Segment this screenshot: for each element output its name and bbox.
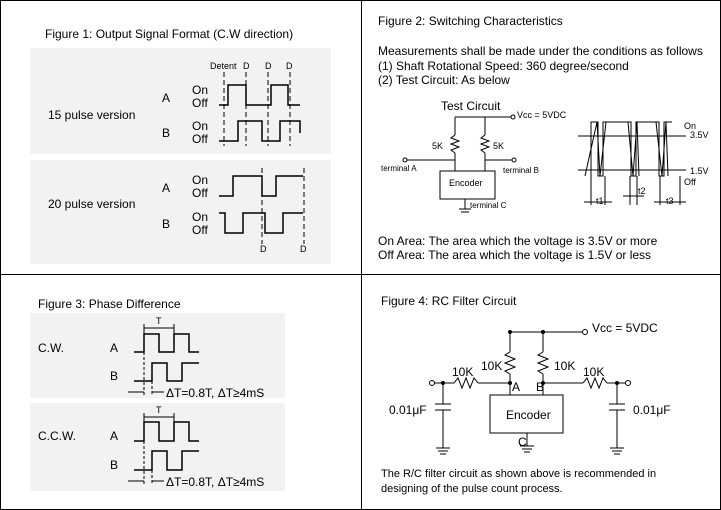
fig3-cw-panel xyxy=(30,313,285,398)
fig3-ccw-b-wave xyxy=(134,450,199,471)
fig2-title: Figure 2: Switching Characteristics xyxy=(378,14,563,28)
fig4-vcc-label: Vcc = 5VDC xyxy=(592,321,658,335)
fig4-pullup-left xyxy=(503,351,517,375)
fig3-cw-b-wave xyxy=(134,362,199,382)
fig4-encoder-label: Encoder xyxy=(506,408,551,422)
fig2-resistor-label: 5K xyxy=(493,141,505,151)
fig1-d-label: D xyxy=(265,61,272,71)
fig4-r-left-label: 10K xyxy=(481,359,503,373)
fig4-r-right-label: 10K xyxy=(554,359,576,373)
horizontal-divider xyxy=(0,274,721,275)
fig1-a-label: A xyxy=(162,91,171,105)
fig1-title: Figure 1: Output Signal Format (C.W dire… xyxy=(45,27,294,41)
fig1-20pulse-panel xyxy=(30,160,331,264)
fig1-20pulse-label: 20 pulse version xyxy=(48,197,136,211)
fig4-b-label: B xyxy=(536,380,545,394)
fig1-15-b-wave xyxy=(219,120,301,142)
fig1-15-a-wave xyxy=(219,84,300,106)
fig1-on-label: On xyxy=(192,83,209,97)
fig4-series-left xyxy=(453,376,479,390)
fig3-a-label: A xyxy=(110,429,119,443)
fig1-a-label: A xyxy=(162,181,171,195)
fig3-b-label: B xyxy=(110,458,119,472)
fig4-encoder-box xyxy=(489,394,564,434)
fig2-vcc-label: Vcc = 5VDC xyxy=(517,110,567,120)
fig4-cap-right-label: 0.01μF xyxy=(633,403,671,417)
fig4-title: Figure 4: RC Filter Circuit xyxy=(381,294,517,308)
fig1-off-label: Off xyxy=(192,186,208,200)
fig1-on-label: On xyxy=(192,210,209,224)
fig1-on-label: On xyxy=(192,173,209,187)
fig1-b-label: B xyxy=(162,217,171,231)
fig2-line3: (2) Test Circuit: As below xyxy=(378,73,510,87)
fig2-resistor-left xyxy=(449,134,461,154)
fig3-title: Figure 3: Phase Difference xyxy=(38,297,181,311)
fig3-ccw-panel xyxy=(30,403,285,491)
fig1-d-label: D xyxy=(286,61,293,71)
fig2-resistor-right xyxy=(479,134,491,154)
fig4-note-line2: designing of the pulse count process. xyxy=(381,483,563,495)
fig4-note-line1: The R/C filter circuit as shown above is… xyxy=(381,468,657,480)
fig2-resistor-label: 5K xyxy=(432,141,444,151)
fig3-cw-label: C.W. xyxy=(38,341,64,355)
fig2-terminal-a: terminal A xyxy=(381,164,417,173)
fig1-d-label: D xyxy=(300,244,307,254)
fig2-t1-label: t1 xyxy=(596,196,604,206)
fig4-cap-left-label: 0.01μF xyxy=(389,403,427,417)
fig3-t-label: T xyxy=(156,316,162,326)
fig2-encoder-box xyxy=(439,170,496,200)
fig1-on-label: On xyxy=(192,119,209,133)
fig1-off-label: Off xyxy=(192,223,208,237)
fig2-off-label: Off xyxy=(684,177,696,187)
fig1-off-label: Off xyxy=(192,132,208,146)
fig3-spec-cw: ΔT=0.8T, ΔT≥4mS xyxy=(166,386,265,400)
fig2-line2: (1) Shaft Rotational Speed: 360 degree/s… xyxy=(378,59,629,73)
fig3-a-label: A xyxy=(110,341,119,355)
fig4-c-label: C xyxy=(518,435,527,449)
fig3-cw-a-wave xyxy=(134,333,199,353)
fig1-15pulse-panel xyxy=(30,48,331,154)
fig1-15pulse-label: 15 pulse version xyxy=(48,108,136,122)
fig3-spec-ccw: ΔT=0.8T, ΔT≥4mS xyxy=(166,475,265,489)
fig1-20-b-wave xyxy=(219,212,303,234)
fig2-t3-label: t3 xyxy=(666,196,674,206)
fig2-on-area: On Area: The area which the voltage is 3… xyxy=(378,234,658,248)
fig2-test-circuit-label: Test Circuit xyxy=(441,99,501,113)
fig4-r-series-right-label: 10K xyxy=(583,365,605,379)
fig2-timing xyxy=(578,121,686,205)
fig1-b-label: B xyxy=(162,126,171,140)
fig3-t-label: T xyxy=(156,405,162,415)
fig1-off-label: Off xyxy=(192,96,208,110)
fig2-line1: Measurements shall be made under the con… xyxy=(378,44,703,58)
fig4-r-series-left-label: 10K xyxy=(452,365,474,379)
fig1-d-label: D xyxy=(260,244,267,254)
fig3-ccw-a-wave xyxy=(134,421,199,442)
fig1-detent-lines xyxy=(223,72,305,244)
fig2-terminal-c: terminal C xyxy=(470,201,507,210)
fig2-15v-label: 1.5V xyxy=(690,166,709,176)
fig3-b-label: B xyxy=(110,369,119,383)
fig2-35v-label: 3.5V xyxy=(690,130,709,140)
fig2-on-label: On xyxy=(684,121,697,131)
fig2-off-area: Off Area: The area which the voltage is … xyxy=(378,248,652,262)
fig2-encoder-label: Encoder xyxy=(449,178,483,188)
fig1-d-label: D xyxy=(243,61,250,71)
fig1-detent-label: Detent xyxy=(210,61,237,71)
vertical-divider xyxy=(361,0,362,510)
fig2-t2-label: t2 xyxy=(638,186,646,196)
fig4-pullup-right xyxy=(536,351,550,375)
fig4-a-label: A xyxy=(512,380,521,394)
fig4-series-right xyxy=(582,376,608,390)
fig2-terminal-b: terminal B xyxy=(503,166,540,175)
fig3-ccw-label: C.C.W. xyxy=(38,429,76,443)
